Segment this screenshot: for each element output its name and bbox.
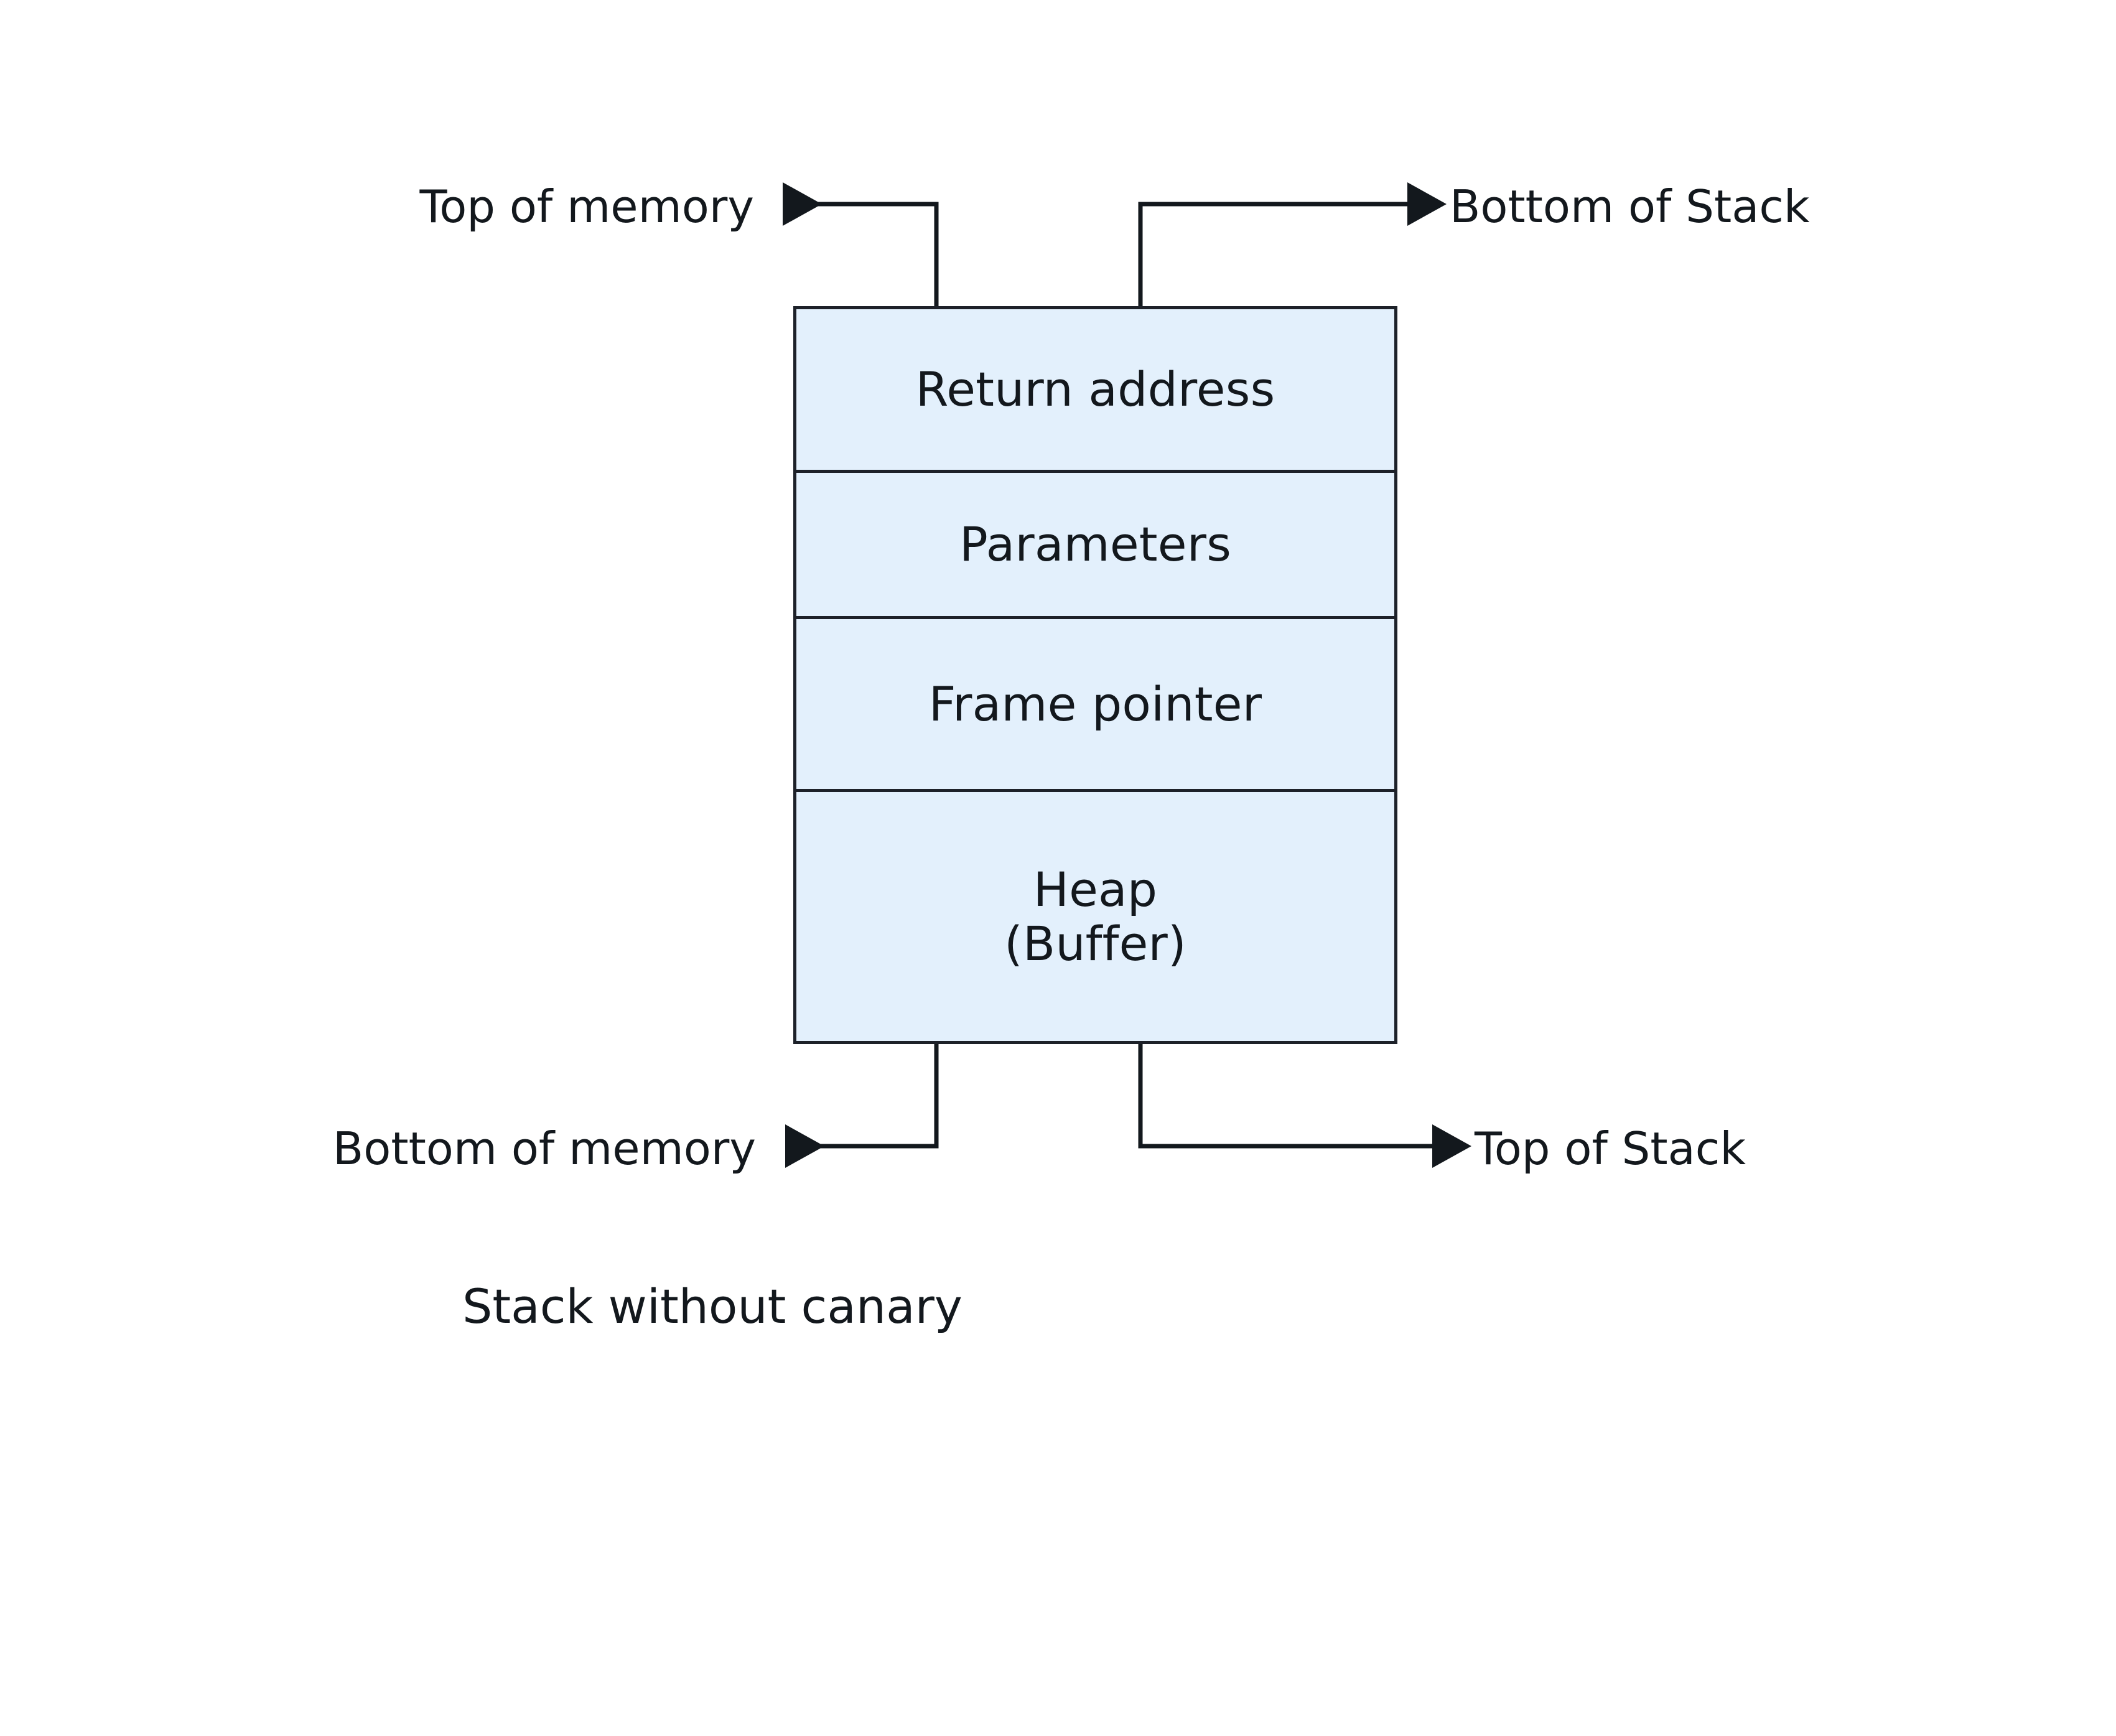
diagram-caption: Stack without canary (462, 1279, 962, 1334)
connector-top-of-memory (783, 182, 939, 306)
stack-cell-return-address: Return address (796, 309, 1394, 470)
connector-bottom-of-stack (1138, 182, 1447, 306)
stack-cell-parameters: Parameters (796, 470, 1394, 616)
stack-memory-block: Return address Parameters Frame pointer … (793, 306, 1397, 1044)
label-bottom-of-memory: Bottom of memory (332, 1122, 756, 1175)
stack-cell-frame-pointer: Frame pointer (796, 616, 1394, 789)
connector-top-of-stack (1138, 1044, 1471, 1168)
label-top-of-stack: Top of Stack (1475, 1122, 1746, 1175)
label-top-of-memory: Top of memory (419, 180, 754, 233)
label-bottom-of-stack: Bottom of Stack (1450, 180, 1810, 233)
stack-cell-heap-buffer: Heap (Buffer) (796, 789, 1394, 1041)
connector-bottom-of-memory (785, 1044, 939, 1168)
